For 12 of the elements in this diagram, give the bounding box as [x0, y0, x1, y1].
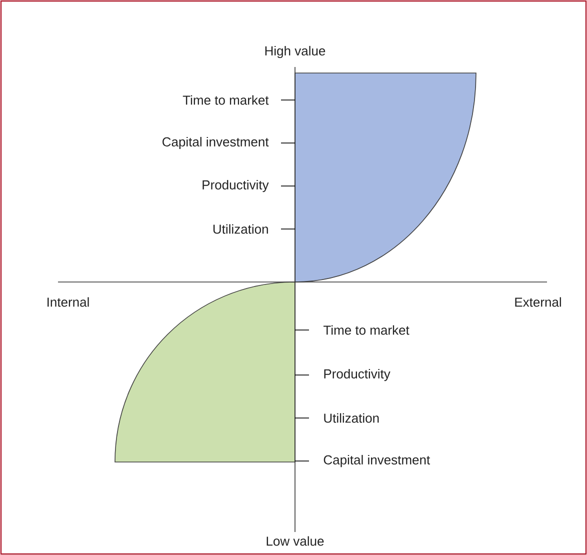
tick-label: Utilization — [213, 224, 268, 234]
axis-label: High value — [265, 46, 326, 58]
axis-label: Internal — [48, 297, 89, 307]
tick-label: Utilization — [324, 413, 379, 423]
tick-label: Time to market — [324, 325, 410, 335]
tick-label: Time to market — [182, 95, 269, 105]
tick-label: Capital investment — [162, 136, 269, 150]
tick-label: Productivity — [324, 368, 390, 382]
axis-label: External — [515, 297, 561, 307]
tick-label: Productivity — [202, 180, 269, 192]
tick-label: Capital investment — [324, 454, 430, 468]
axis-label: Low value — [266, 536, 324, 546]
